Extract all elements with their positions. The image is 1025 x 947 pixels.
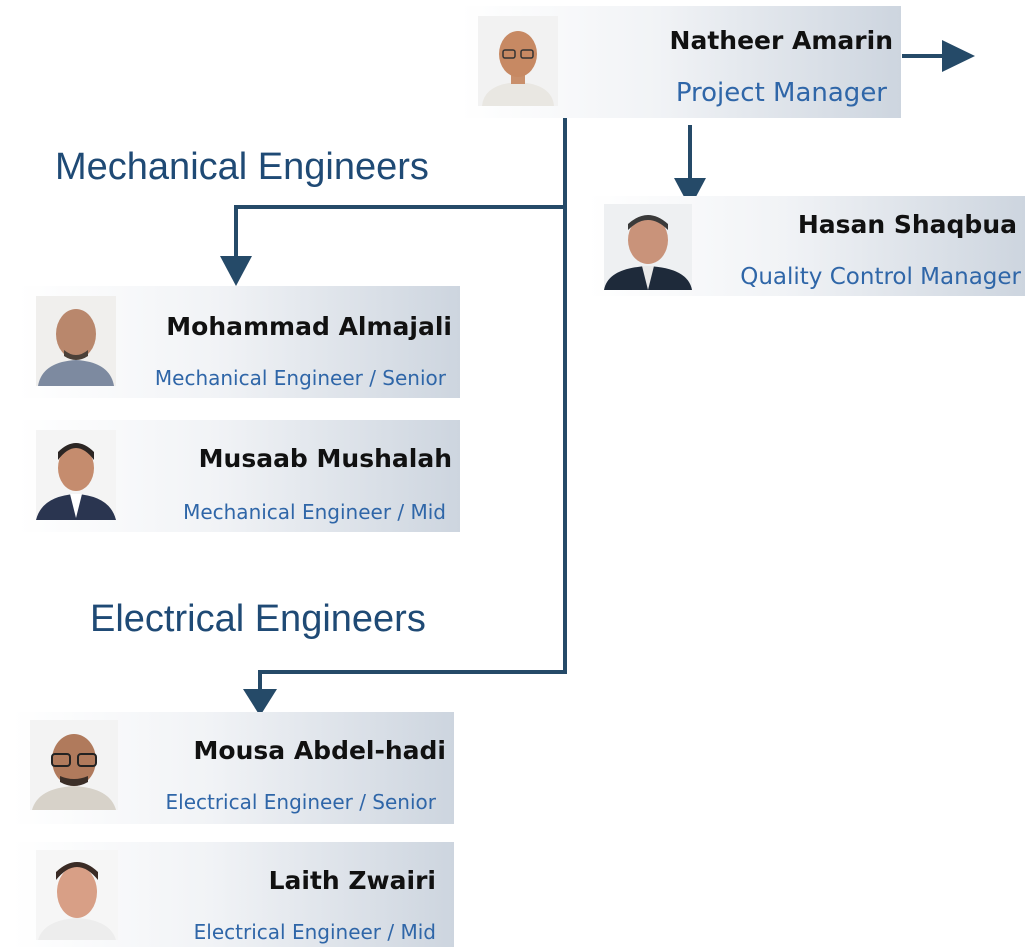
photo-mohammad-almajali bbox=[36, 296, 116, 386]
arrowhead-qc bbox=[674, 178, 706, 208]
role-mechanical-mid: Mechanical Engineer / Mid bbox=[183, 500, 446, 524]
connector-to-electrical bbox=[258, 207, 567, 693]
card-quality-control-manager: Hasan Shaqbua Quality Control Manager bbox=[588, 196, 1025, 296]
card-musaab-mushalah: Musaab Mushalah Mechanical Engineer / Mi… bbox=[18, 420, 460, 532]
arrowhead-electrical bbox=[243, 689, 277, 716]
photo-laith-zwairi bbox=[36, 850, 118, 940]
name-hasan-shaqbua: Hasan Shaqbua bbox=[797, 210, 1017, 239]
name-musaab-mushalah: Musaab Mushalah bbox=[198, 444, 452, 473]
role-project-manager: Project Manager bbox=[675, 78, 887, 108]
photo-hasan-shaqbua bbox=[604, 204, 692, 290]
photo-natheer-amarin bbox=[478, 16, 558, 106]
arrowhead-mechanical bbox=[220, 256, 252, 286]
name-mousa-abdel-hadi: Mousa Abdel-hadi bbox=[193, 736, 446, 765]
role-electrical-mid: Electrical Engineer / Mid bbox=[193, 920, 436, 944]
role-electrical-senior: Electrical Engineer / Senior bbox=[165, 790, 437, 814]
name-natheer-amarin: Natheer Amarin bbox=[669, 26, 893, 55]
section-title-mechanical: Mechanical Engineers bbox=[55, 146, 429, 188]
card-laith-zwairi: Laith Zwairi Electrical Engineer / Mid bbox=[12, 842, 454, 947]
section-title-electrical: Electrical Engineers bbox=[90, 598, 426, 640]
name-mohammad-almajali: Mohammad Almajali bbox=[166, 312, 452, 341]
connector-to-mechanical bbox=[234, 118, 567, 262]
photo-musaab-mushalah bbox=[36, 430, 116, 520]
photo-mousa-abdel-hadi bbox=[30, 720, 118, 810]
name-laith-zwairi: Laith Zwairi bbox=[268, 866, 436, 895]
card-mousa-abdel-hadi: Mousa Abdel-hadi Electrical Engineer / S… bbox=[12, 712, 454, 824]
card-mohammad-almajali: Mohammad Almajali Mechanical Engineer / … bbox=[18, 286, 460, 398]
role-quality-control-manager: Quality Control Manager bbox=[740, 264, 1021, 290]
card-project-manager: Natheer Amarin Project Manager bbox=[460, 6, 901, 118]
role-mechanical-senior: Mechanical Engineer / Senior bbox=[154, 366, 446, 390]
arrowhead-outgoing bbox=[942, 40, 975, 72]
